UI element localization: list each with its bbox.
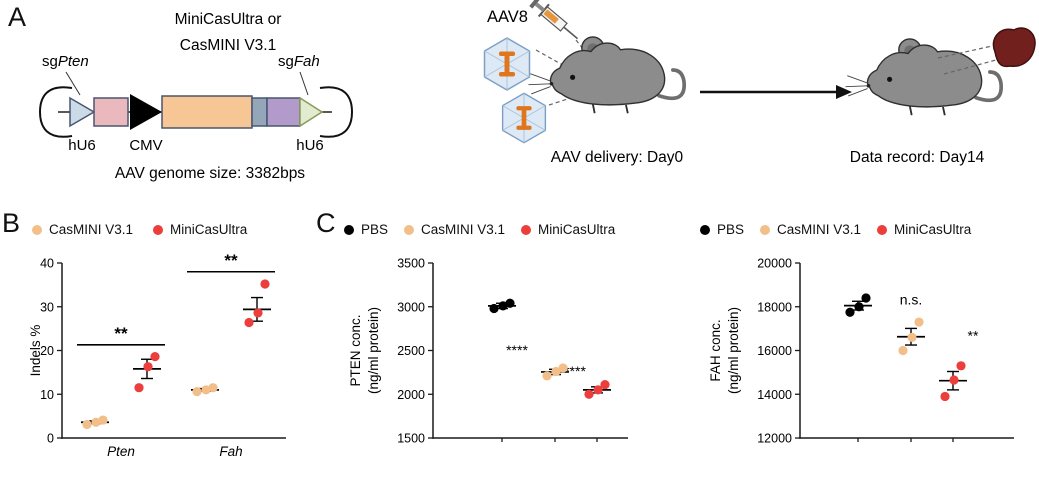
- svg-text:****: ****: [564, 363, 586, 379]
- hu6-right-label: hU6: [296, 137, 324, 154]
- legend-item: MiniCasUltra: [877, 222, 971, 237]
- legend-c-right: PBS CasMINI V3.1 MiniCasUltra: [700, 222, 971, 237]
- svg-text:**: **: [224, 251, 238, 270]
- linker-box: [251, 97, 268, 127]
- panel-c-label: C: [316, 208, 336, 238]
- panel-a-label: A: [8, 2, 27, 32]
- svg-text:3500: 3500: [397, 257, 425, 271]
- legend-item: CasMINI V3.1: [32, 222, 133, 237]
- cas-gene-box: [161, 95, 253, 129]
- liver-icon: [992, 27, 1036, 68]
- svg-text:14000: 14000: [757, 388, 792, 402]
- svg-text:(ng/ml protein): (ng/ml protein): [366, 307, 381, 394]
- legend-label: CasMINI V3.1: [49, 222, 134, 237]
- delivery-schematic: AAV8 AAV delivery: Day0: [483, 0, 1036, 166]
- legend-item: CasMINI V3.1: [404, 222, 505, 237]
- svg-text:10: 10: [40, 388, 54, 402]
- svg-text:Fah: Fah: [219, 444, 242, 459]
- legend-label: MiniCasUltra: [538, 222, 616, 237]
- aav8-capsid-icon: [501, 92, 547, 144]
- cmv-arrow: [130, 94, 162, 130]
- legend-dot: [877, 224, 888, 235]
- legend-item: MiniCasUltra: [521, 222, 615, 237]
- svg-text:30: 30: [40, 300, 54, 314]
- legend-dot: [521, 224, 532, 235]
- legend-dot: [700, 224, 710, 235]
- svg-text:n.s.: n.s.: [900, 292, 923, 308]
- svg-text:20: 20: [40, 344, 54, 358]
- svg-text:40: 40: [40, 257, 54, 271]
- sgpten-label: sgPten: [42, 53, 89, 70]
- svg-text:12000: 12000: [757, 432, 792, 446]
- legend-label: PBS: [361, 222, 389, 237]
- legend-label: PBS: [717, 222, 745, 237]
- legend-item: PBS: [344, 222, 388, 237]
- sgpten-box: [93, 97, 129, 127]
- left-itr-icon: [38, 86, 73, 138]
- legend-dot: [760, 224, 771, 235]
- legend-item: CasMINI V3.1: [760, 222, 861, 237]
- svg-text:Indels %: Indels %: [28, 325, 43, 377]
- panel-b-label: B: [2, 208, 21, 238]
- hu6-right-triangle: [299, 96, 324, 128]
- aav-construct-diagram: MiniCasUltra or CasMINI V3.1 sgPten sgFa…: [38, 11, 354, 182]
- liver-dashed-lines: [937, 45, 997, 75]
- svg-text:****: ****: [506, 342, 528, 358]
- svg-text:Pten: Pten: [107, 444, 135, 459]
- svg-text:**: **: [968, 328, 979, 344]
- sgpten-leader-line: [65, 71, 81, 96]
- delivery-label: AAV delivery: Day0: [551, 149, 684, 166]
- legend-item: PBS: [700, 222, 744, 237]
- svg-text:16000: 16000: [757, 344, 792, 358]
- svg-text:2000: 2000: [397, 388, 425, 402]
- svg-text:**: **: [114, 324, 128, 343]
- right-itr-icon: [319, 86, 354, 138]
- timeline-arrow-icon: [700, 85, 852, 99]
- svg-text:(ng/ml protein): (ng/ml protein): [726, 307, 741, 394]
- sgfah-leader-line: [299, 71, 309, 96]
- aav8-capsid-icon: [483, 37, 531, 91]
- legend-dot: [344, 224, 354, 235]
- legend-label: MiniCasUltra: [894, 222, 972, 237]
- mouse-icon: [843, 37, 1004, 118]
- svg-text:20000: 20000: [757, 257, 792, 271]
- legend-item: MiniCasUltra: [153, 222, 247, 237]
- legend-c-left: PBS CasMINI V3.1 MiniCasUltra: [344, 222, 615, 237]
- svg-text:18000: 18000: [757, 300, 792, 314]
- legend-label: CasMINI V3.1: [421, 222, 506, 237]
- hu6-left-triangle: [69, 96, 96, 128]
- svg-text:3000: 3000: [397, 300, 425, 314]
- aav8-label: AAV8: [487, 8, 528, 26]
- sgfah-box: [266, 97, 301, 127]
- panel-a-schematic: MiniCasUltra or CasMINI V3.1 sgPten sgFa…: [38, 0, 1036, 182]
- construct-title-line2: CasMINI V3.1: [180, 37, 276, 54]
- legend-dot: [32, 224, 42, 235]
- legend-label: CasMINI V3.1: [777, 222, 862, 237]
- construct-title-line1: MiniCasUltra or: [175, 11, 282, 28]
- svg-text:2500: 2500: [397, 344, 425, 358]
- genome-size-label: AAV genome size: 3382bps: [115, 165, 305, 182]
- legend-dot: [404, 224, 415, 235]
- mouse-icon: [526, 35, 687, 116]
- legend-label: MiniCasUltra: [170, 222, 248, 237]
- svg-text:PTEN conc.: PTEN conc.: [348, 314, 363, 386]
- record-label: Data record: Day14: [850, 149, 985, 166]
- svg-text:FAH conc.: FAH conc.: [708, 319, 723, 381]
- syringe-icon: [529, 0, 579, 40]
- cmv-label: CMV: [129, 137, 162, 154]
- svg-text:0: 0: [47, 432, 54, 446]
- sgfah-label: sgFah: [278, 53, 320, 70]
- legend-b: CasMINI V3.1 MiniCasUltra: [32, 222, 247, 237]
- legend-dot: [153, 224, 164, 235]
- hu6-left-label: hU6: [68, 137, 96, 154]
- svg-text:1500: 1500: [397, 432, 425, 446]
